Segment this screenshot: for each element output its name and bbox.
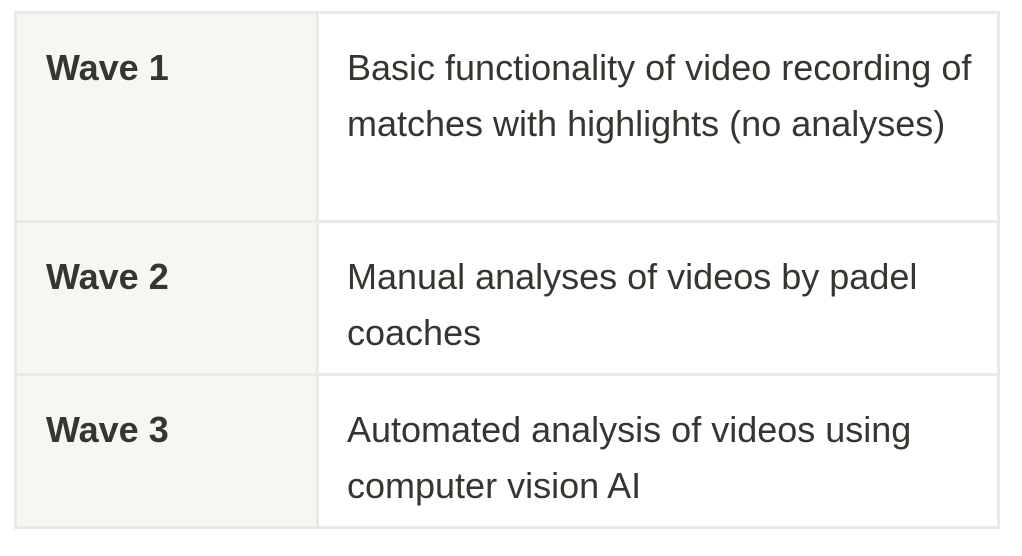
row-label: Wave 1: [46, 47, 169, 88]
row-header-cell: Wave 1: [14, 11, 319, 223]
waves-table-container: Wave 1 Basic functionality of video reco…: [14, 11, 1000, 529]
table-row: Wave 3 Automated analysis of videos usin…: [14, 373, 1000, 529]
row-description-cell: Basic functionality of video recording o…: [316, 11, 1000, 223]
row-description: Automated analysis of videos using compu…: [347, 409, 912, 506]
row-description: Basic functionality of video recording o…: [347, 47, 972, 144]
table-row: Wave 2 Manual analyses of videos by pade…: [14, 220, 1000, 376]
waves-table: Wave 1 Basic functionality of video reco…: [14, 11, 1000, 529]
row-label: Wave 3: [46, 409, 169, 450]
row-description: Manual analyses of videos by padel coach…: [347, 256, 918, 353]
row-header-cell: Wave 2: [14, 220, 319, 376]
row-label: Wave 2: [46, 256, 169, 297]
row-description-cell: Automated analysis of videos using compu…: [316, 373, 1000, 529]
row-description-cell: Manual analyses of videos by padel coach…: [316, 220, 1000, 376]
table-row: Wave 1 Basic functionality of video reco…: [14, 11, 1000, 223]
row-header-cell: Wave 3: [14, 373, 319, 529]
